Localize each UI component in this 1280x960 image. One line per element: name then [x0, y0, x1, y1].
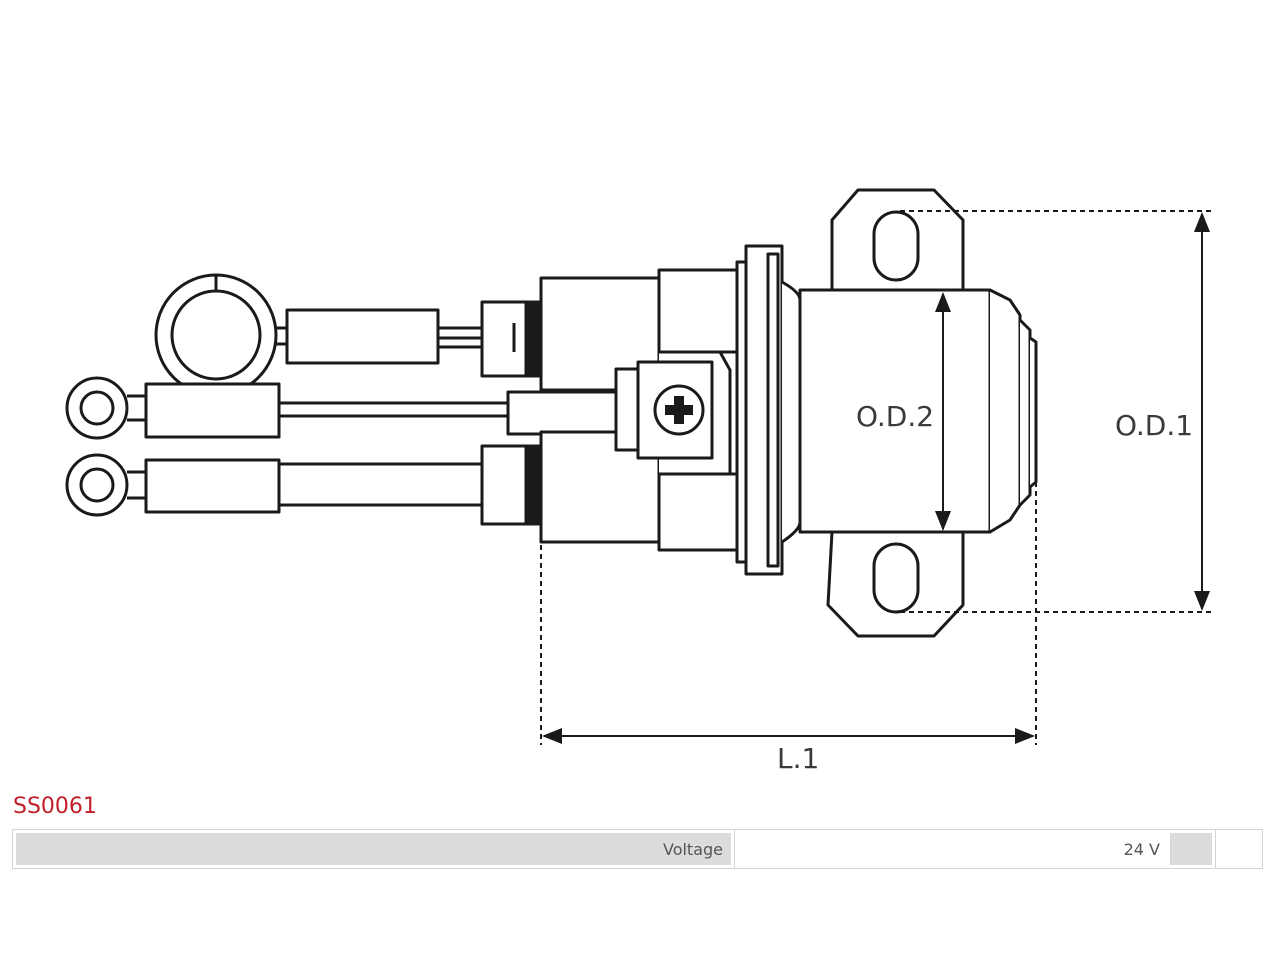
solenoid-cylinder [798, 288, 1038, 534]
od2-label: O.D.2 [856, 400, 934, 433]
small-ring-terminal-upper [65, 376, 620, 440]
solenoid-rear-housing [539, 268, 739, 552]
od1-label: O.D.1 [1115, 409, 1193, 442]
large-ring-terminal [154, 273, 543, 397]
spec-value-voltage: 24 V [734, 830, 1170, 868]
solenoid-technical-drawing: O.D.2 O.D.1 L.1 [65, 188, 1212, 775]
l1-label: L.1 [777, 742, 819, 775]
screw-icon [653, 384, 705, 436]
small-ring-terminal-lower [65, 444, 543, 526]
part-code: SS0061 [13, 794, 97, 819]
mounting-bracket [826, 188, 965, 638]
spec-empty-cell [1170, 833, 1212, 865]
solenoid-flange [735, 244, 802, 576]
spec-empty-cell [1215, 830, 1262, 868]
spec-label-voltage: Voltage [16, 833, 731, 865]
spec-table: Voltage 24 V [12, 829, 1263, 869]
